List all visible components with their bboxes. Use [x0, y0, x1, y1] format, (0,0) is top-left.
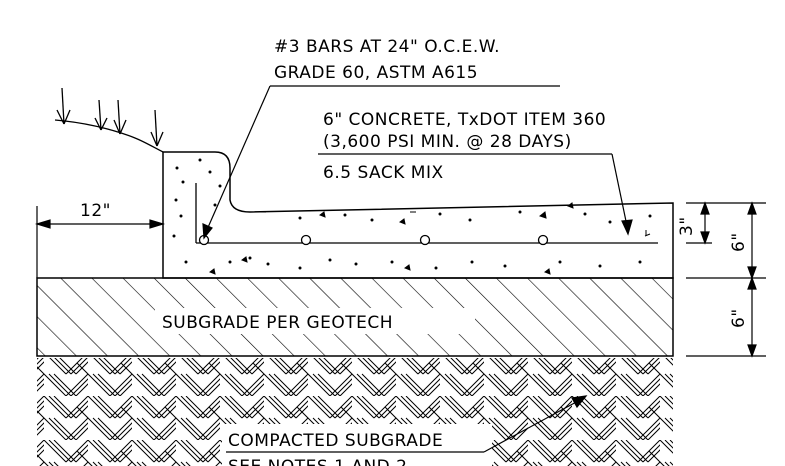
- compacted-leader: [483, 395, 588, 453]
- rebar-depth-label: 3": [677, 216, 697, 236]
- concrete-aggregate-marks: [172, 158, 652, 275]
- compacted-label-line1: COMPACTED SUBGRADE: [228, 431, 443, 451]
- concrete-note-line1: 6" CONCRETE, TxDOT ITEM 360: [323, 110, 606, 130]
- subgrade-thickness-label: 6": [729, 308, 749, 328]
- thickness-dimensions: [686, 201, 766, 358]
- compacted-label-mask: [222, 424, 492, 466]
- rebar-note-line1: #3 BARS AT 24" O.C.E.W.: [274, 37, 500, 57]
- concrete-slab-outline: [162, 151, 674, 279]
- grass-tuft-icons: [54, 87, 164, 153]
- rebar-note-line2: GRADE 60, ASTM A615: [274, 63, 478, 83]
- concrete-leader: [611, 153, 633, 236]
- concrete-note-line2: (3,600 PSI MIN. @ 28 DAYS): [323, 132, 572, 152]
- subgrade-label-mask: [155, 308, 475, 334]
- slab-thickness-label: 6": [729, 232, 749, 252]
- compacted-label-line2: SEE NOTES 1 AND 2: [228, 457, 407, 466]
- curb-offset-dimension: [34, 206, 166, 278]
- concrete-note-line3: 6.5 SACK MIX: [323, 163, 444, 183]
- rebar-leader: [202, 85, 271, 240]
- rebar: [195, 183, 658, 246]
- subgrade-label: SUBGRADE PER GEOTECH: [162, 313, 393, 333]
- curb-offset-label: 12": [80, 201, 111, 221]
